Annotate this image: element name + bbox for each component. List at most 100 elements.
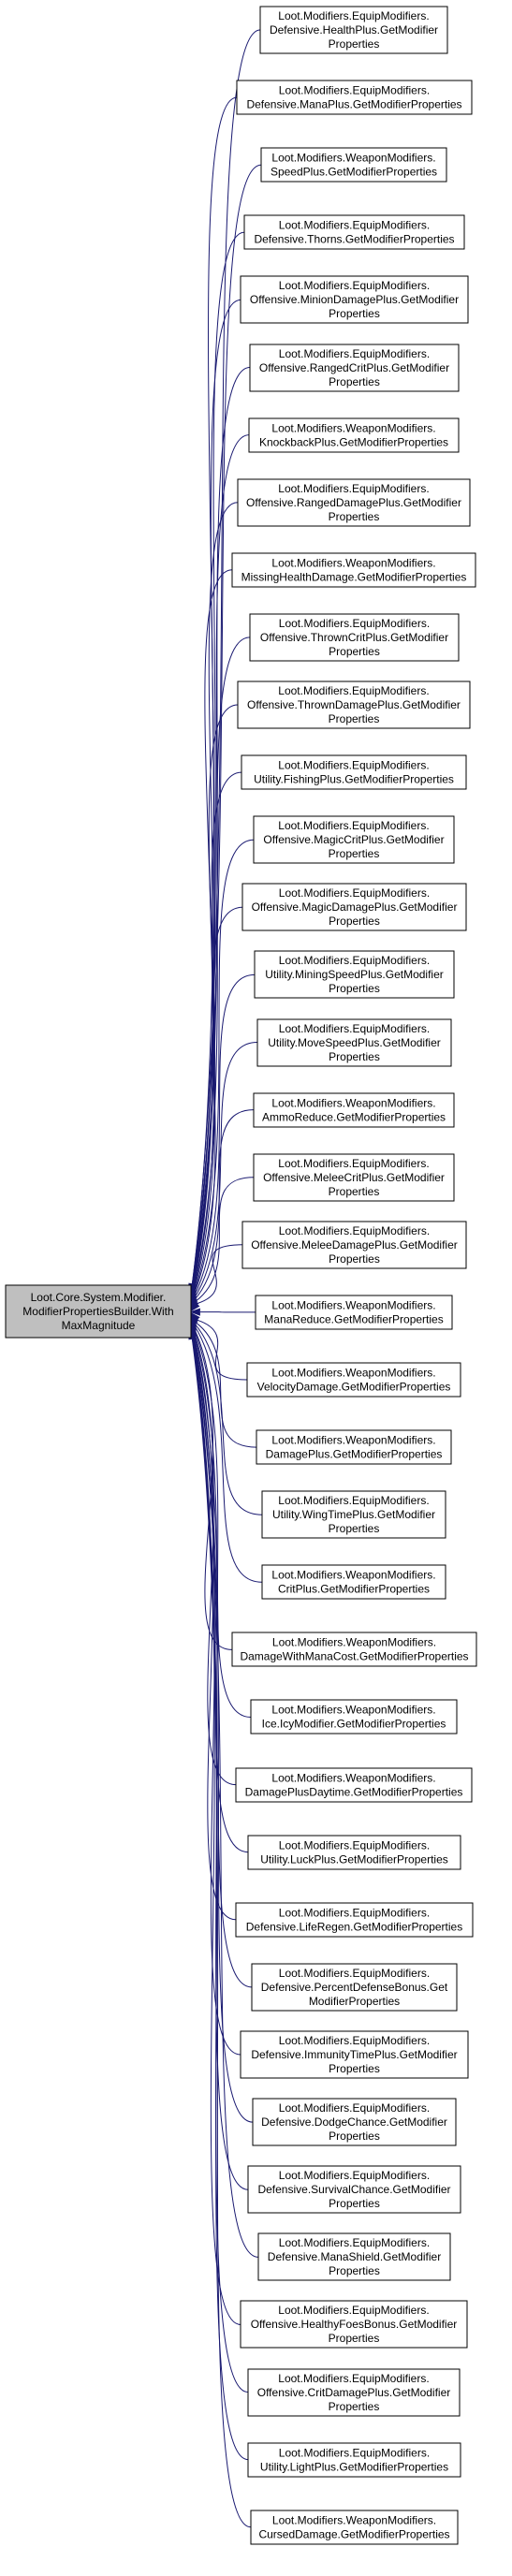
caller-node[interactable]: Loot.Modifiers.EquipModifiers.Offensive.… bbox=[247, 2368, 461, 2417]
caller-node-box bbox=[243, 214, 465, 250]
arrowhead bbox=[190, 1301, 200, 1312]
arrowhead bbox=[189, 1308, 200, 1316]
caller-node[interactable]: Loot.Modifiers.EquipModifiers.Offensive.… bbox=[241, 1221, 467, 1269]
caller-node[interactable]: Loot.Modifiers.WeaponModifiers.Knockback… bbox=[248, 417, 460, 453]
caller-node-box bbox=[259, 6, 448, 54]
caller-node-label-line: Properties bbox=[329, 1050, 380, 1063]
call-edge bbox=[192, 1333, 254, 2123]
call-edge bbox=[193, 1325, 263, 1583]
caller-node-box bbox=[237, 681, 471, 729]
caller-node-box bbox=[257, 2232, 451, 2281]
caller-node-label-line: Properties bbox=[329, 2400, 380, 2413]
caller-node[interactable]: Loot.Modifiers.EquipModifiers.Offensive.… bbox=[237, 478, 471, 527]
caller-node[interactable]: Loot.Modifiers.EquipModifiers.Defensive.… bbox=[243, 214, 465, 250]
caller-node-label-line: Defensive.Thorns.GetModifierProperties bbox=[254, 233, 454, 246]
caller-node-box bbox=[256, 1429, 452, 1465]
caller-node[interactable]: Loot.Modifiers.WeaponModifiers.Ice.IcyMo… bbox=[250, 1699, 458, 1734]
caller-node[interactable]: Loot.Modifiers.EquipModifiers.Utility.Fi… bbox=[241, 754, 467, 790]
caller-node[interactable]: Loot.Modifiers.EquipModifiers.Defensive.… bbox=[251, 1963, 458, 2012]
caller-node-label-line: Loot.Modifiers.EquipModifiers. bbox=[279, 347, 430, 360]
caller-node-box bbox=[247, 2165, 461, 2214]
caller-node[interactable]: Loot.Modifiers.EquipModifiers.Offensive.… bbox=[249, 613, 460, 662]
caller-node-label-line: CritPlus.GetModifierProperties bbox=[278, 1583, 430, 1596]
caller-node-box bbox=[235, 1767, 473, 1803]
caller-node[interactable]: Loot.Modifiers.EquipModifiers.Offensive.… bbox=[249, 344, 460, 392]
caller-node-label-line: Loot.Modifiers.WeaponModifiers. bbox=[271, 557, 435, 570]
caller-node-label-line: Defensive.ImmunityTimePlus.GetModifier bbox=[251, 2048, 457, 2061]
caller-node[interactable]: Loot.Modifiers.WeaponModifiers.AmmoReduc… bbox=[253, 1092, 455, 1128]
root-node-withmaxmagnitude[interactable]: Loot.Core.System.Modifier.ModifierProper… bbox=[5, 1284, 192, 1339]
caller-node-label-line: DamageWithManaCost.GetModifierProperties bbox=[240, 1650, 468, 1663]
caller-node-box bbox=[256, 1018, 452, 1067]
caller-node[interactable]: Loot.Modifiers.EquipModifiers.Utility.Wi… bbox=[261, 1490, 446, 1539]
call-edge bbox=[193, 1042, 258, 1299]
caller-node-label-line: Utility.LightPlus.GetModifierProperties bbox=[260, 2461, 448, 2474]
caller-node-label-line: Loot.Modifiers.EquipModifiers. bbox=[278, 819, 429, 832]
caller-node[interactable]: Loot.Modifiers.WeaponModifiers.CritPlus.… bbox=[261, 1564, 446, 1600]
caller-node-label-line: AmmoReduce.GetModifierProperties bbox=[262, 1111, 446, 1124]
caller-node-label-line: Properties bbox=[329, 915, 380, 928]
caller-node[interactable]: Loot.Modifiers.EquipModifiers.Utility.Mo… bbox=[256, 1018, 452, 1067]
caller-node-label-line: Loot.Modifiers.EquipModifiers. bbox=[278, 9, 429, 22]
caller-node[interactable]: Loot.Modifiers.EquipModifiers.Offensive.… bbox=[237, 681, 471, 729]
caller-node-label-line: Properties bbox=[329, 847, 380, 860]
caller-node-label-line: Defensive.ManaShield.GetModifier bbox=[268, 2250, 441, 2263]
caller-node[interactable]: Loot.Modifiers.WeaponModifiers.SpeedPlus… bbox=[260, 147, 447, 183]
caller-node[interactable]: Loot.Modifiers.EquipModifiers.Defensive.… bbox=[247, 2165, 461, 2214]
caller-node-label-line: Offensive.HealthyFoesBonus.GetModifier bbox=[251, 2318, 458, 2331]
caller-node-box bbox=[240, 2300, 468, 2349]
caller-node-box bbox=[237, 478, 471, 527]
caller-node-box bbox=[252, 2098, 457, 2146]
caller-node-label-line: Loot.Modifiers.EquipModifiers. bbox=[278, 759, 429, 772]
caller-node[interactable]: Loot.Modifiers.EquipModifiers.Defensive.… bbox=[259, 6, 448, 54]
caller-node-label-line: Properties bbox=[329, 1522, 380, 1535]
caller-node[interactable]: Loot.Modifiers.EquipModifiers.Offensive.… bbox=[240, 275, 469, 324]
caller-node[interactable]: Loot.Modifiers.WeaponModifiers.DamagePlu… bbox=[235, 1767, 473, 1803]
caller-node-box bbox=[260, 147, 447, 183]
caller-node[interactable]: Loot.Modifiers.EquipModifiers.Offensive.… bbox=[240, 2300, 468, 2349]
caller-node[interactable]: Loot.Modifiers.EquipModifiers.Utility.Li… bbox=[247, 2442, 461, 2478]
caller-node[interactable]: Loot.Modifiers.WeaponModifiers.ManaReduc… bbox=[255, 1295, 453, 1330]
caller-node-box bbox=[253, 815, 455, 864]
caller-node[interactable]: Loot.Modifiers.WeaponModifiers.VelocityD… bbox=[246, 1362, 461, 1398]
caller-node[interactable]: Loot.Modifiers.WeaponModifiers.CursedDam… bbox=[250, 2510, 459, 2545]
caller-node-box bbox=[241, 1221, 467, 1269]
caller-node[interactable]: Loot.Modifiers.EquipModifiers.Utility.Mi… bbox=[254, 950, 455, 999]
caller-node[interactable]: Loot.Modifiers.EquipModifiers.Offensive.… bbox=[253, 815, 455, 864]
caller-node-label-line: Properties bbox=[329, 2197, 380, 2210]
caller-node-label-line: Properties bbox=[329, 37, 380, 51]
caller-node-label-line: Loot.Modifiers.WeaponModifiers. bbox=[271, 1772, 435, 1785]
caller-node-label-line: Properties bbox=[329, 375, 380, 388]
caller-node[interactable]: Loot.Modifiers.EquipModifiers.Utility.Lu… bbox=[247, 1835, 461, 1870]
caller-node-label-line: Loot.Modifiers.WeaponModifiers. bbox=[272, 2514, 436, 2527]
caller-node[interactable]: Loot.Modifiers.EquipModifiers.Defensive.… bbox=[257, 2232, 451, 2281]
caller-node-label-line: Loot.Modifiers.EquipModifiers. bbox=[279, 886, 430, 900]
caller-node-box bbox=[249, 613, 460, 662]
caller-node-label-line: MissingHealthDamage.GetModifierPropertie… bbox=[241, 571, 467, 584]
caller-node[interactable]: Loot.Modifiers.WeaponModifiers.MissingHe… bbox=[231, 552, 476, 588]
call-edge bbox=[191, 1339, 252, 2528]
caller-node-label-line: CursedDamage.GetModifierProperties bbox=[258, 2528, 449, 2541]
caller-node[interactable]: Loot.Modifiers.EquipModifiers.Defensive.… bbox=[252, 2098, 457, 2146]
caller-node[interactable]: Loot.Modifiers.EquipModifiers.Defensive.… bbox=[240, 2030, 469, 2079]
caller-node[interactable]: Loot.Modifiers.EquipModifiers.Offensive.… bbox=[253, 1153, 455, 1202]
caller-node-label-line: VelocityDamage.GetModifierProperties bbox=[257, 1381, 451, 1394]
caller-node-box bbox=[255, 1295, 453, 1330]
caller-node[interactable]: Loot.Modifiers.WeaponModifiers.DamageWit… bbox=[231, 1632, 477, 1667]
call-edge bbox=[195, 1177, 255, 1302]
call-edge bbox=[192, 704, 239, 1294]
caller-node-label-line: Offensive.RangedDamagePlus.GetModifier bbox=[246, 496, 461, 509]
caller-node[interactable]: Loot.Modifiers.WeaponModifiers.DamagePlu… bbox=[256, 1429, 452, 1465]
caller-node-label-line: Offensive.MagicDamagePlus.GetModifier bbox=[252, 900, 458, 914]
caller-node[interactable]: Loot.Modifiers.EquipModifiers.Defensive.… bbox=[235, 1902, 474, 1938]
caller-node-label-line: Properties bbox=[329, 2332, 380, 2345]
call-edge bbox=[193, 973, 256, 1298]
caller-node-label-line: Loot.Modifiers.WeaponModifiers. bbox=[272, 1636, 436, 1649]
caller-node-label-line: Properties bbox=[329, 645, 380, 658]
root-node-withmaxmagnitude-box bbox=[5, 1284, 192, 1339]
caller-node-box bbox=[231, 1632, 477, 1667]
caller-node-label-line: Offensive.ThrownDamagePlus.GetModifier bbox=[247, 698, 461, 711]
caller-node[interactable]: Loot.Modifiers.EquipModifiers.Offensive.… bbox=[241, 883, 467, 931]
root-node-withmaxmagnitude-label-line: ModifierPropertiesBuilder.With bbox=[22, 1305, 173, 1318]
caller-node[interactable]: Loot.Modifiers.EquipModifiers.Defensive.… bbox=[236, 80, 473, 115]
